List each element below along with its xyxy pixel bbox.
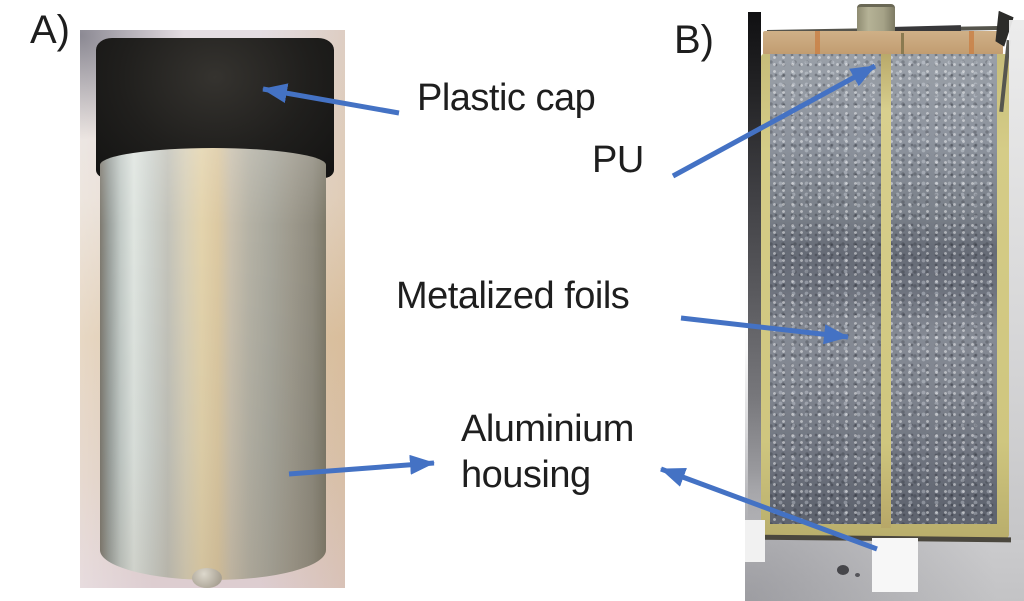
- capacitor-cross-section-photo: [745, 0, 1024, 601]
- top-terminal: [857, 4, 895, 35]
- pu-streak: [815, 31, 820, 55]
- housing-left-edge: [748, 12, 761, 524]
- photo-right-margin: [1009, 20, 1024, 540]
- foil-divider-line: [881, 54, 891, 528]
- debris-speck: [837, 565, 849, 575]
- bottom-left-notch: [745, 520, 765, 562]
- aluminium-housing-label: Aluminium housing: [461, 407, 634, 498]
- pu-label: PU: [592, 139, 644, 181]
- panel-b-label: B): [674, 18, 714, 62]
- debris-speck: [855, 573, 860, 577]
- capacitor-exterior-photo: [80, 30, 345, 588]
- foil-winding-frame: [761, 54, 1009, 538]
- pu-streak: [969, 31, 974, 55]
- bottom-terminal-nub: [192, 568, 222, 588]
- metalized-foils-label: Metalized foils: [396, 275, 630, 317]
- plastic-cap-label: Plastic cap: [417, 77, 596, 119]
- panel-a-label: A): [30, 8, 70, 52]
- pu-seal-band: [763, 31, 1003, 75]
- aluminium-housing-body: [100, 148, 326, 580]
- aluminium-housing-label-line1: Aluminium: [461, 408, 634, 450]
- aluminium-housing-label-line2: housing: [461, 453, 591, 496]
- bottom-white-tab: [872, 538, 918, 592]
